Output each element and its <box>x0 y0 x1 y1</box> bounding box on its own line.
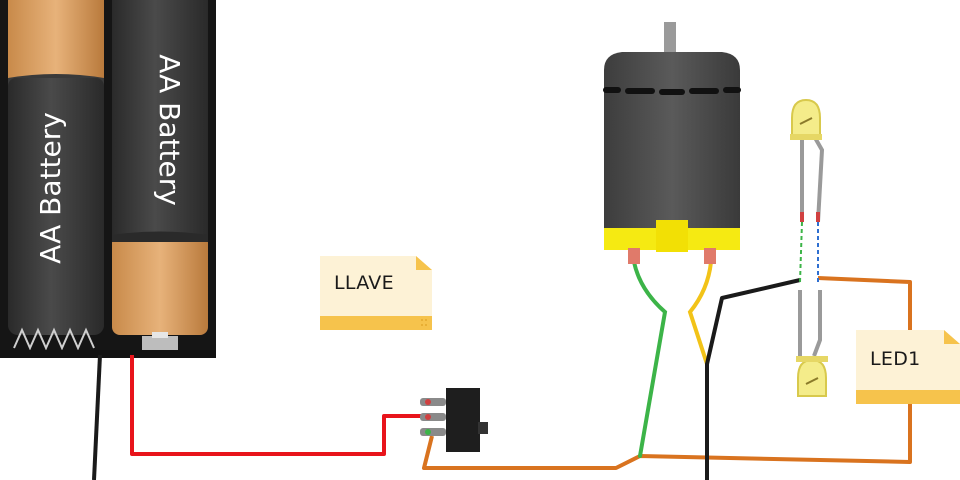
battery-cell-right <box>112 0 208 335</box>
wire-orange-bus[interactable] <box>422 276 912 470</box>
wire-red-to-switch[interactable] <box>130 355 432 456</box>
slide-switch-icon[interactable] <box>420 388 488 452</box>
led-label-note: LED1 <box>856 330 960 404</box>
battery-cell-left <box>8 0 104 335</box>
switch-label-note: LLAVE <box>320 256 432 330</box>
led-icon[interactable] <box>790 98 828 397</box>
wire-black-led[interactable] <box>705 278 801 480</box>
wire-yellow-motor[interactable] <box>687 260 713 366</box>
led-top-icon <box>790 98 822 140</box>
motor-shaft <box>664 22 676 52</box>
battery-terminal-icon <box>142 336 178 350</box>
dc-motor-icon[interactable] <box>603 22 741 264</box>
wire-green-motor[interactable] <box>632 260 668 458</box>
switch-body <box>446 388 480 452</box>
led-label-text: LED1 <box>870 348 921 370</box>
wire-battery-negative[interactable] <box>92 354 102 480</box>
battery-spring-icon <box>13 327 95 351</box>
battery-holder-icon[interactable]: AA Battery AA Battery <box>0 0 216 358</box>
led-bottom-icon <box>796 356 828 397</box>
motor-body <box>604 52 740 232</box>
motor-vent-lines <box>603 87 741 95</box>
battery-label-right: AA Battery <box>153 54 186 206</box>
battery-label-left: AA Battery <box>34 112 67 264</box>
switch-knob[interactable] <box>478 422 488 434</box>
switch-label-text: LLAVE <box>334 272 394 294</box>
